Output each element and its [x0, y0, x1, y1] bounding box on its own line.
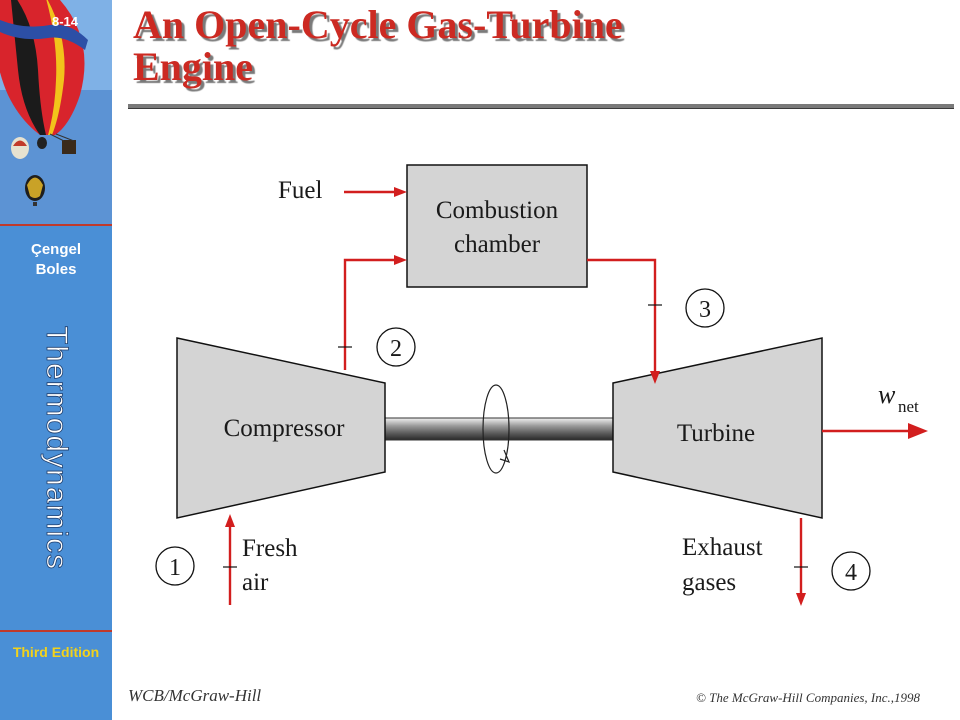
compressed-air-line	[343, 258, 398, 370]
state-4-label: 4	[845, 560, 857, 586]
net-work-arrow-icon	[908, 423, 928, 439]
flow-lines	[228, 190, 912, 605]
fuel-label: Fuel	[278, 177, 323, 204]
slide-number: 8-14	[52, 14, 79, 29]
sidebar-divider-top	[0, 224, 112, 226]
sidebar: 8-14 Çengel Boles Thermodynamics Third E…	[0, 0, 112, 720]
state-1-label: 1	[169, 555, 181, 581]
hot-air-balloon-image	[0, 0, 112, 225]
state-2-label: 2	[390, 336, 402, 362]
book-title: Thermodynamics	[40, 325, 74, 571]
slide-title-line1: An Open-Cycle Gas-Turbine	[133, 2, 623, 47]
fresh-air-label-line1: Fresh	[242, 535, 298, 562]
state-3-label: 3	[699, 297, 711, 323]
authors: Çengel Boles	[0, 240, 112, 280]
flow-arrowheads	[225, 187, 928, 606]
combustion-chamber-block	[406, 164, 588, 288]
rotation-arrowhead-icon	[499, 449, 511, 463]
sidebar-divider-bottom	[0, 630, 112, 632]
state-ticks	[223, 304, 808, 568]
exhaust-arrow-icon	[796, 593, 806, 606]
hot-gas-line	[587, 258, 657, 373]
turbine-label: Turbine	[677, 420, 755, 447]
slide-title: An Open-Cycle Gas-Turbine Engine	[133, 4, 833, 88]
state-2-circle	[376, 327, 416, 367]
state-3-circle	[685, 288, 725, 328]
combustion-label-line1: Combustion	[436, 197, 559, 224]
exhaust-label-line1: Exhaust	[682, 534, 763, 561]
fuel-arrow-icon	[394, 187, 407, 197]
turbine-block	[612, 337, 823, 519]
net-work-symbol: w	[878, 380, 896, 409]
compressor-block	[176, 337, 386, 519]
publisher-footer: WCB/McGraw-Hill	[128, 686, 262, 705]
title-rule	[128, 104, 954, 109]
air-to-chamber-arrow-icon	[394, 255, 407, 265]
author-cengel: Çengel	[30, 241, 81, 258]
state-1-circle	[155, 546, 195, 586]
fresh-air-arrow-icon	[225, 514, 235, 527]
edition-label: Third Edition	[12, 644, 100, 660]
state-4-circle	[831, 551, 871, 591]
rotation-arrow-icon	[482, 384, 510, 474]
gas-to-turbine-arrow-icon	[650, 371, 660, 384]
net-work-subscript: net	[898, 397, 919, 416]
fresh-air-label-line2: air	[242, 569, 269, 596]
slide-title-line2: Engine	[133, 44, 254, 89]
copyright-footer: © The McGraw-Hill Companies, Inc.,1998	[696, 690, 920, 705]
compressor-label: Compressor	[224, 415, 346, 442]
author-boles: Boles	[35, 261, 77, 278]
combustion-label-line2: chamber	[454, 231, 541, 258]
gas-turbine-diagram: 1 2 3 4 Fuel Combustion chamber Compress…	[155, 164, 928, 606]
turbine-shaft	[384, 417, 614, 441]
exhaust-label-line2: gases	[682, 569, 736, 596]
